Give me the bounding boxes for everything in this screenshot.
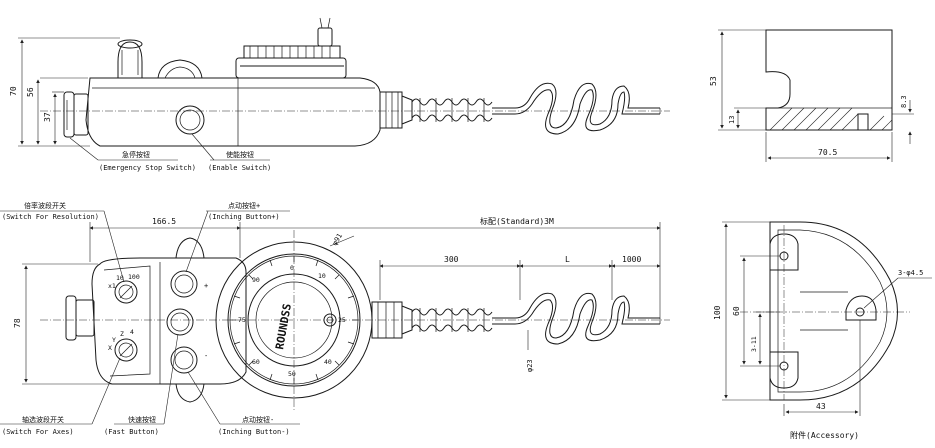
top-view: 70 56 37 急停按钮 (Emergency Stop Switch) 使能…	[9, 17, 670, 172]
dial-num-10: 10	[318, 272, 326, 280]
dial-num-90: 90	[252, 276, 260, 284]
dim-53: 53	[709, 76, 718, 86]
accessory-caption: 附件(Accessory)	[790, 430, 859, 440]
dim-dia-23: φ23	[526, 359, 534, 372]
dim-60: 60	[732, 306, 741, 316]
callout-axes-en: (Switch For Axes)	[2, 428, 74, 436]
callout-enable-en: (Enable Switch)	[208, 164, 271, 172]
callout-resolution-cn: 倍率波段开关	[24, 201, 66, 210]
callout-inch-plus-en: (Inching Button+)	[208, 213, 280, 221]
resolution-label-x100: 100	[128, 273, 140, 281]
dim-37: 37	[43, 112, 52, 122]
dim-166-5: 166.5	[152, 217, 176, 226]
dim-8-3: 8.3	[900, 95, 908, 108]
dim-13: 13	[728, 116, 736, 124]
dim-dia-91: φ91	[331, 232, 344, 247]
callout-axes-cn: 轴选波段开关	[22, 415, 64, 424]
minus-sign: -	[204, 352, 208, 360]
dial-knurl	[240, 45, 344, 67]
dim-78: 78	[13, 318, 22, 328]
callout-fast-cn: 快速按钮	[128, 415, 156, 424]
dim-1000: 1000	[622, 255, 641, 264]
callout-estop-cn: 急停按钮	[122, 150, 150, 159]
resolution-label-x10: 10	[116, 274, 124, 282]
dim-3-11: 3-11	[750, 336, 758, 352]
hatch-pattern	[769, 107, 893, 131]
axis-label-4: 4	[130, 328, 134, 336]
dim-holes: 3-φ4.5	[898, 269, 923, 277]
dial-num-60: 60	[252, 358, 260, 366]
dim-70-5: 70.5	[818, 148, 837, 157]
axis-label-x: X	[108, 344, 112, 352]
plus-sign: +	[204, 282, 208, 290]
resolution-labels: x1	[108, 282, 116, 290]
callout-inch-minus-cn: 点动按钮-	[242, 415, 274, 424]
callout-inch-plus-cn: 点动按钮+	[228, 201, 260, 210]
callout-resolution-en: (Switch For Resolution)	[2, 213, 99, 221]
spring-relief-top	[411, 98, 493, 122]
dim-100: 100	[713, 305, 722, 320]
accessory-side-view: 53 13 8.3 70.5	[709, 29, 914, 162]
callout-enable-cn: 使能按钮	[226, 150, 254, 159]
dim-300: 300	[444, 255, 459, 264]
callout-estop-en: (Emergency Stop Switch)	[99, 164, 196, 172]
brand-label: ROUNDSS	[273, 303, 294, 351]
front-view: x1 10 100 X Y Z 4 + -	[0, 201, 670, 436]
axis-label-z: Z	[120, 330, 124, 338]
dim-L: L	[565, 255, 570, 264]
dial-num-50: 50	[288, 370, 296, 378]
dial-num-40: 40	[324, 358, 332, 366]
callout-fast-en: (Fast Button)	[104, 428, 159, 436]
axis-label-y: Y	[112, 336, 116, 344]
spring-relief-front	[411, 308, 493, 332]
dim-43: 43	[816, 402, 826, 411]
dim-standard: 标配(Standard)3M	[480, 216, 554, 226]
dim-70: 70	[9, 86, 18, 96]
accessory-top-view: 100 60 3-11 43 3-φ4.5 附件(Accessory)	[713, 221, 932, 440]
dial-num-0: 0	[290, 264, 294, 272]
dim-56: 56	[26, 87, 35, 97]
callout-inch-minus-en: (Inching Button-)	[218, 428, 290, 436]
